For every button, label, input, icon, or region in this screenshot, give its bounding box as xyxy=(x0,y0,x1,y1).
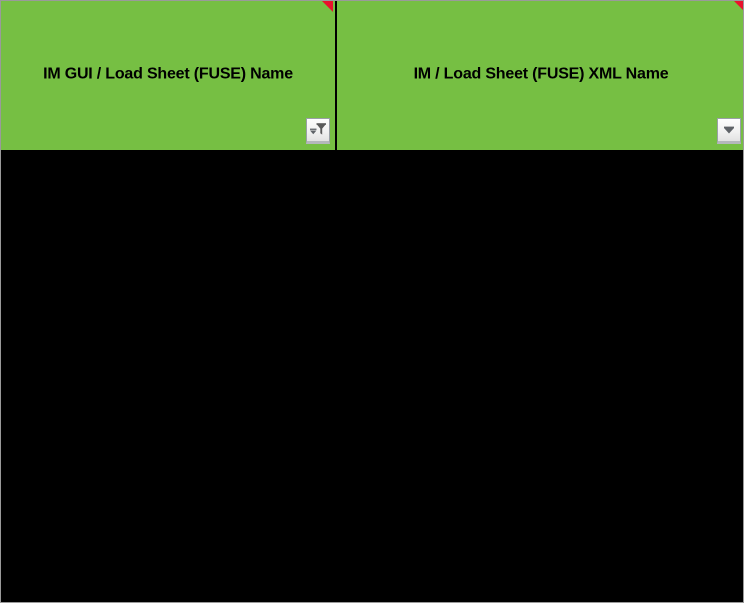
funnel-filter-icon xyxy=(309,122,327,138)
header-cell-label-col-b: IM / Load Sheet (FUSE) XML Name xyxy=(413,65,669,82)
chevron-down-icon xyxy=(722,124,736,136)
header-cell-col-b[interactable]: IM / Load Sheet (FUSE) XML Name xyxy=(337,1,743,153)
grid-body xyxy=(1,153,743,602)
header-cell-label-col-a: IM GUI / Load Sheet (FUSE) Name xyxy=(43,65,293,82)
filter-button-col-a[interactable] xyxy=(306,118,330,144)
comment-indicator-icon xyxy=(322,1,333,12)
comment-indicator-icon xyxy=(734,1,743,12)
header-row: IM GUI / Load Sheet (FUSE) Name IM / xyxy=(1,1,743,153)
filter-button-col-b[interactable] xyxy=(717,118,741,144)
header-cell-col-a[interactable]: IM GUI / Load Sheet (FUSE) Name xyxy=(1,1,337,153)
